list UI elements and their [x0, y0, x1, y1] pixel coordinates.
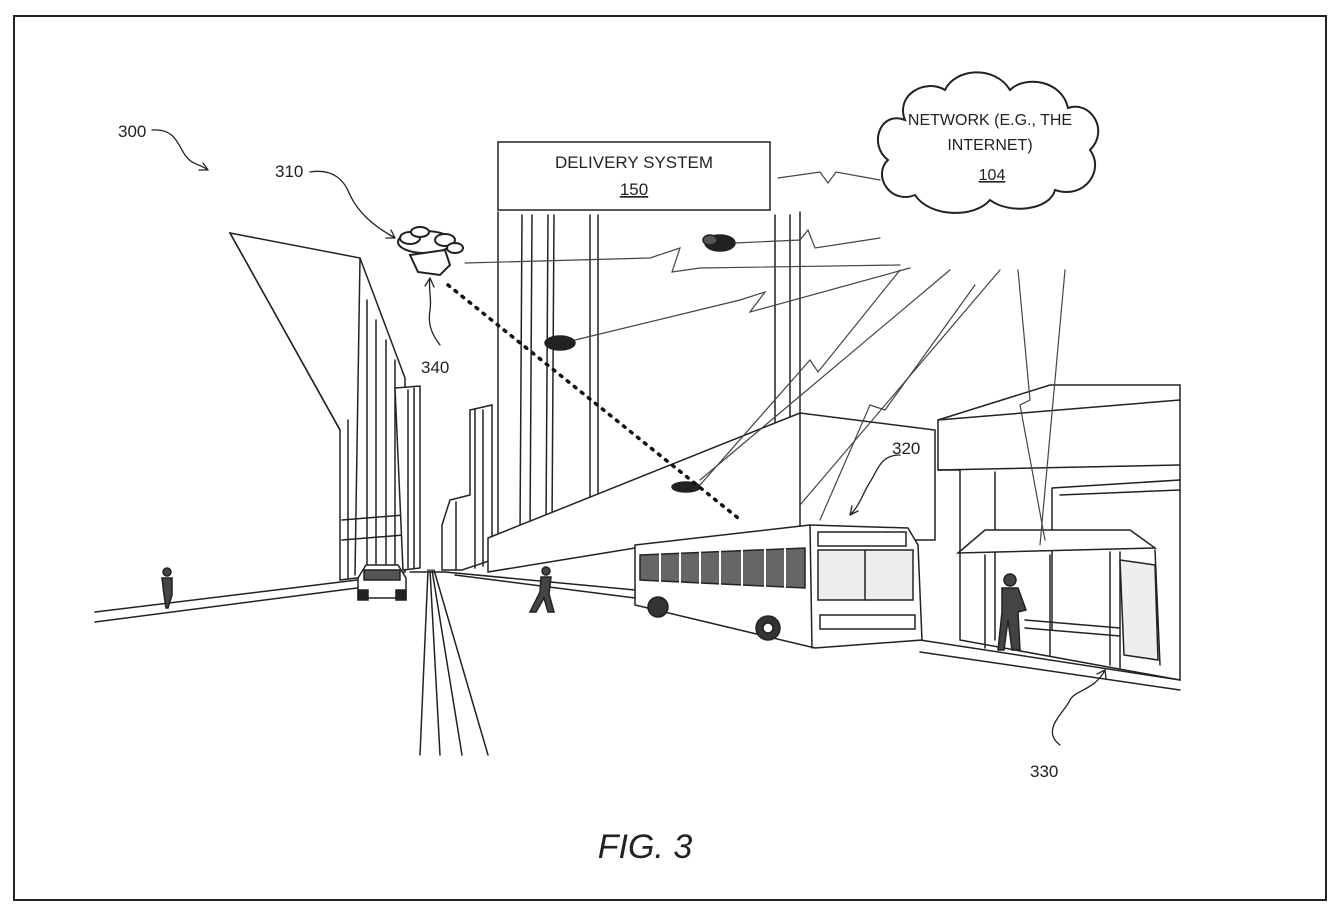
leader-330	[1051, 669, 1106, 746]
leader-310	[309, 170, 396, 239]
delivery-system-number: 150	[620, 180, 648, 199]
figure-border	[13, 15, 1327, 901]
delivery-system-label: DELIVERY SYSTEM	[555, 153, 713, 172]
network-label-line1: NETWORK (E.G., THE	[908, 112, 1072, 129]
leader-340	[428, 277, 441, 346]
arrow-330	[1096, 669, 1107, 679]
drone-310	[397, 226, 464, 254]
person-at-stop	[997, 573, 1027, 651]
ref-300: 300	[118, 122, 146, 141]
ref-340: 340	[421, 358, 449, 377]
network-label-line2: INTERNET)	[947, 137, 1032, 154]
distant-buildings	[441, 404, 493, 571]
figure-caption: FIG. 3	[598, 828, 693, 866]
left-building	[228, 231, 421, 581]
ref-330: 330	[1030, 762, 1058, 781]
wireless-links	[464, 171, 1066, 546]
ref-310: 310	[275, 162, 303, 181]
arrow-300	[198, 162, 209, 171]
arrow-340	[424, 277, 435, 288]
drone-middle	[544, 335, 576, 351]
package-340	[408, 248, 452, 277]
leader-300	[151, 129, 209, 171]
network-number: 104	[979, 167, 1006, 184]
bus	[634, 524, 923, 649]
street	[94, 569, 1181, 756]
car	[357, 564, 407, 601]
delivery-path	[446, 283, 740, 520]
pedestrian-middle	[528, 566, 555, 613]
leader-320	[849, 454, 901, 516]
pedestrian-left	[161, 567, 173, 609]
leader-lines	[151, 129, 1107, 746]
network-cloud	[877, 71, 1100, 214]
delivery-system-box	[497, 141, 771, 211]
ref-320: 320	[892, 439, 920, 458]
arrow-310	[385, 229, 396, 239]
drone-upper	[702, 234, 736, 252]
arrow-320	[849, 505, 859, 516]
bus-stop-shelter	[955, 529, 1161, 669]
